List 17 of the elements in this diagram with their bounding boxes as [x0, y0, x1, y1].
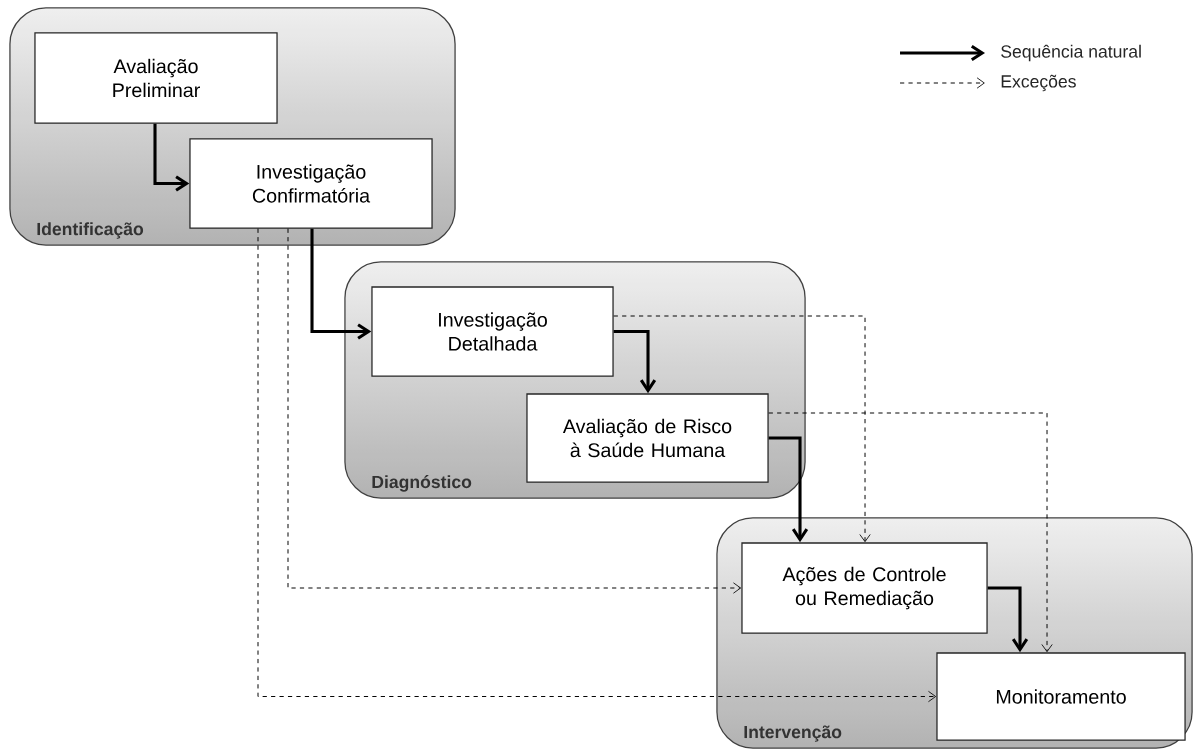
process-box: Avaliação Preliminar — [34, 32, 278, 124]
process-box: Ações de Controle ou Remediação — [741, 542, 988, 634]
arrow — [613, 315, 871, 543]
arrow — [257, 228, 937, 703]
arrow — [613, 329, 657, 394]
process-box: Monitoramento — [936, 652, 1186, 741]
arrow — [287, 228, 742, 594]
process-box: Avaliação de Risco à Saúde Humana — [526, 393, 769, 483]
legend-label: Sequência natural — [1001, 44, 1141, 62]
arrow — [310, 228, 372, 340]
arrow — [768, 412, 1053, 653]
legend-label: Exceções — [1001, 74, 1076, 92]
arrow — [153, 123, 190, 192]
arrow — [987, 586, 1029, 653]
process-box: Investigação Confirmatória — [189, 138, 433, 229]
process-box: Investigação Detalhada — [371, 286, 614, 377]
arrow — [768, 436, 809, 543]
